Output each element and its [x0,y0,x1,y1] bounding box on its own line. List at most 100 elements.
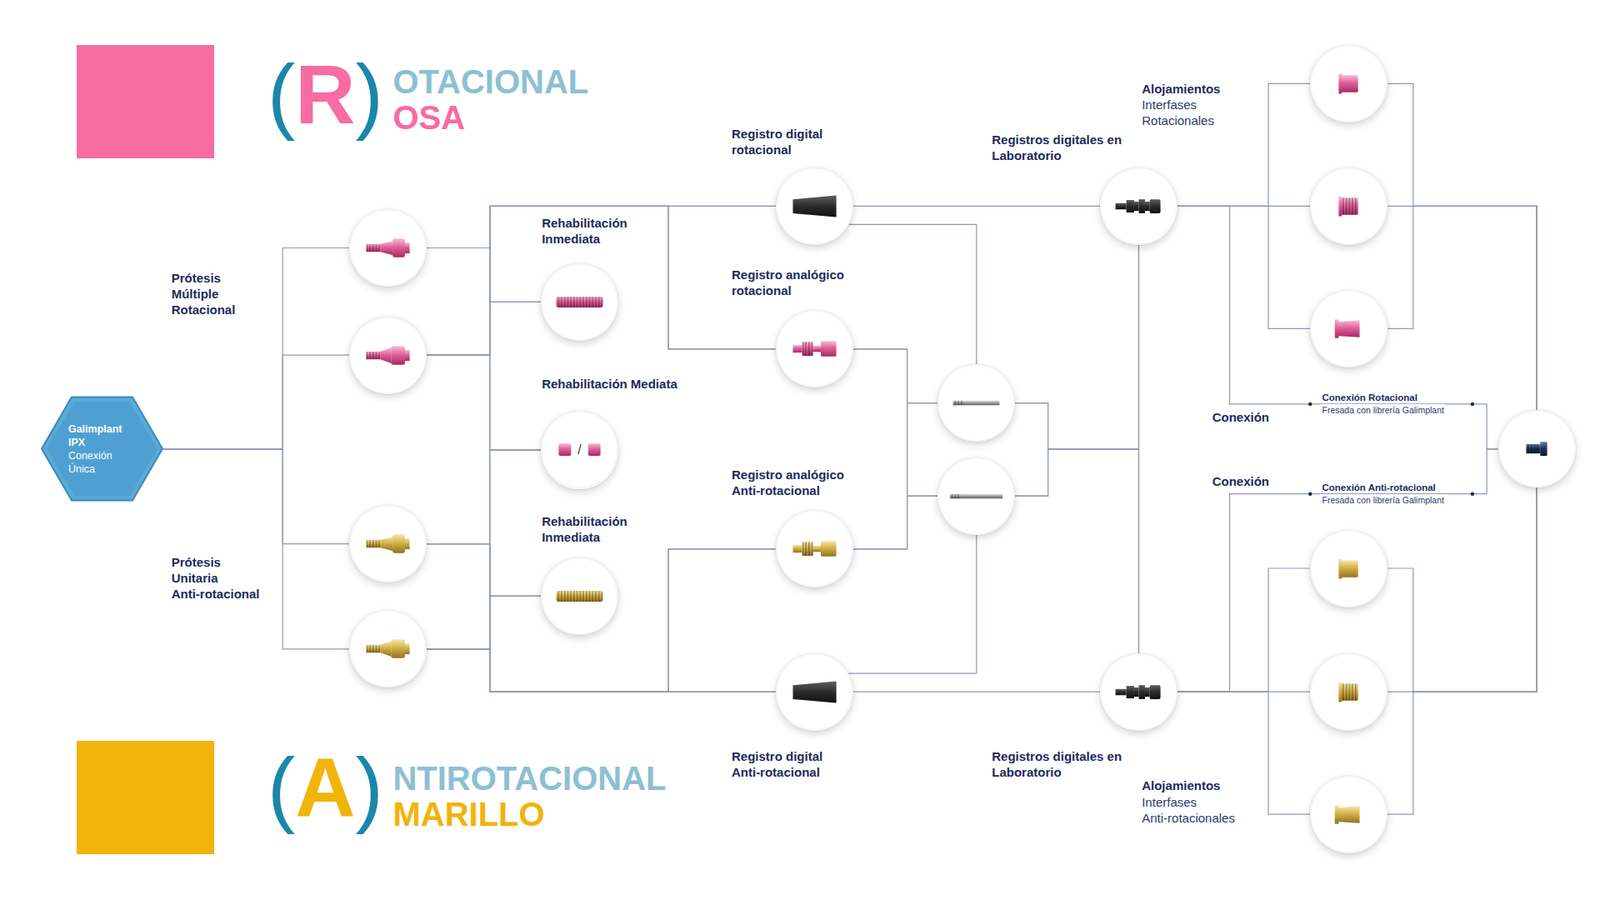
connector [1387,487,1537,692]
illustration-part [792,680,836,703]
component-illustration [349,505,427,583]
illustration-part [1126,685,1135,699]
illustration-part [350,210,426,286]
component-circle [937,457,1015,535]
connector [1015,403,1139,654]
illustration-part [405,538,410,550]
illustration-part [1145,687,1150,697]
connector [1177,83,1310,206]
connector [853,495,939,550]
illustration-part [1339,73,1343,94]
legend-char: A [295,740,355,835]
illustration-part [365,350,380,359]
connector [1387,205,1537,410]
illustration-part [801,341,813,356]
component-illustration [1498,410,1576,488]
illustration-part [350,610,426,687]
step-heading: Rehabilitación Inmediata [541,215,675,247]
connector [426,544,541,597]
legend-char: ) [355,740,384,835]
connector [1177,691,1310,815]
illustration-part [541,557,618,634]
component-circle: Rehabilitación Mediata/ [540,410,619,489]
illustration-part [938,457,1015,534]
connector [426,355,541,450]
title-word: OTACIONAL [392,63,589,100]
component-illustration [1310,775,1388,854]
illustration-part [380,347,391,364]
step-heading: Registros digitales en Laboratorio [991,131,1138,164]
illustration-part [1100,168,1177,245]
illustration-part [405,643,410,655]
component-circle: Registro analógico rotacional [775,310,854,388]
connector [848,224,977,365]
illustration-part [1310,654,1387,730]
illustration-part [1525,444,1540,454]
illustration-part [1498,410,1575,487]
component-circle [1498,410,1576,488]
connector [426,205,776,349]
connector [163,449,350,545]
connector [1387,83,1537,410]
illustration-part [380,536,393,551]
component-circle: Rehabilitación Inmediata [540,263,619,341]
step-heading: Rehabilitación Mediata [541,375,742,392]
connector [853,349,939,404]
component-circle: Registro analógico Anti-rotacional [775,510,854,588]
illustration-part [953,400,965,406]
illustration-part [1115,688,1127,695]
illustration-part [1115,203,1127,210]
illustration-part [801,541,813,556]
connector [426,549,776,692]
connector [163,355,350,450]
connector [426,205,776,248]
illustration-part [392,534,405,553]
component-circle [937,364,1015,442]
component-illustration [1310,167,1388,245]
illustration-part [365,645,380,653]
connector [1177,205,1310,329]
connector [1015,449,1139,654]
component-circle: Registro digital rotacional [775,167,854,245]
component-circle [349,505,427,583]
title-word: OSA [392,99,465,136]
illustration-part [365,350,380,359]
illustration-part [1126,200,1135,213]
component-illustration [775,510,854,588]
component-illustration [775,167,854,245]
connector [163,248,350,450]
component-circle [1310,653,1388,731]
illustration-part [350,505,426,582]
illustration-part [1150,199,1161,214]
illustration-part [350,317,426,394]
illustration-part [1139,685,1145,700]
legend-char: ( [267,47,295,141]
illustration-part [792,545,802,553]
illustration-part [365,244,380,252]
group-label: Conexión [1212,473,1270,490]
component-illustration [775,310,854,388]
connector [426,205,776,355]
connector [426,205,776,355]
component-illustration [540,263,619,341]
group-label: Interfases Anti-rotacionales [1141,794,1309,826]
title-word: MARILLO [392,795,545,833]
component-circle [1310,290,1388,368]
illustration-part [1150,685,1161,700]
connector [853,691,1100,693]
illustration-part [812,345,820,352]
illustration-part [1335,319,1340,338]
component-illustration [349,209,427,287]
illustration-part [1335,805,1340,824]
connector [853,349,939,496]
connection-note: Fresada con librería Galimplant [1320,494,1445,506]
illustration-part [812,545,820,552]
separator-mark: / [540,442,619,458]
illustration-part [776,654,853,730]
connection-note: Conexión Rotacional [1320,391,1419,404]
legend-char: R [295,47,355,141]
illustration-part [801,541,813,556]
component-illustration [349,610,427,688]
connector [1015,245,1139,496]
legend-swatch [76,740,215,855]
